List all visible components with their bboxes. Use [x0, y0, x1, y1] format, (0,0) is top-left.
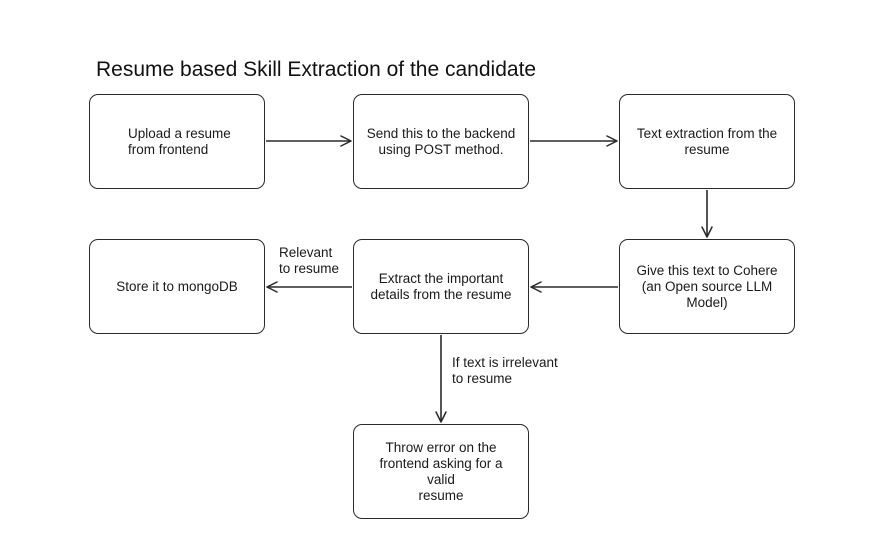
node-upload-resume: Upload a resume from frontend — [89, 94, 265, 189]
node-throw-error: Throw error on the frontend asking for a… — [353, 424, 529, 519]
node-store-mongodb-label: Store it to mongoDB — [116, 278, 238, 294]
edge-label-irrelevant: If text is irrelevant to resume — [452, 355, 558, 386]
node-send-to-backend: Send this to the backend using POST meth… — [353, 94, 529, 189]
node-send-to-backend-label: Send this to the backend using POST meth… — [366, 125, 516, 157]
node-store-mongodb: Store it to mongoDB — [89, 239, 265, 334]
node-give-to-cohere: Give this text to Cohere (an Open source… — [619, 239, 795, 334]
diagram-title: Resume based Skill Extraction of the can… — [96, 58, 537, 81]
node-extract-details: Extract the important details from the r… — [353, 239, 529, 334]
node-text-extraction-label: Text extraction from the resume — [636, 125, 778, 157]
edge-label-relevant: Relevant to resume — [279, 245, 340, 276]
node-give-to-cohere-label: Give this text to Cohere (an Open source… — [636, 262, 778, 310]
node-extract-details-label: Extract the important details from the r… — [370, 270, 512, 302]
node-text-extraction: Text extraction from the resume — [619, 94, 795, 189]
node-upload-resume-label: Upload a resume from frontend — [128, 125, 231, 157]
node-throw-error-label: Throw error on the frontend asking for a… — [379, 439, 503, 503]
